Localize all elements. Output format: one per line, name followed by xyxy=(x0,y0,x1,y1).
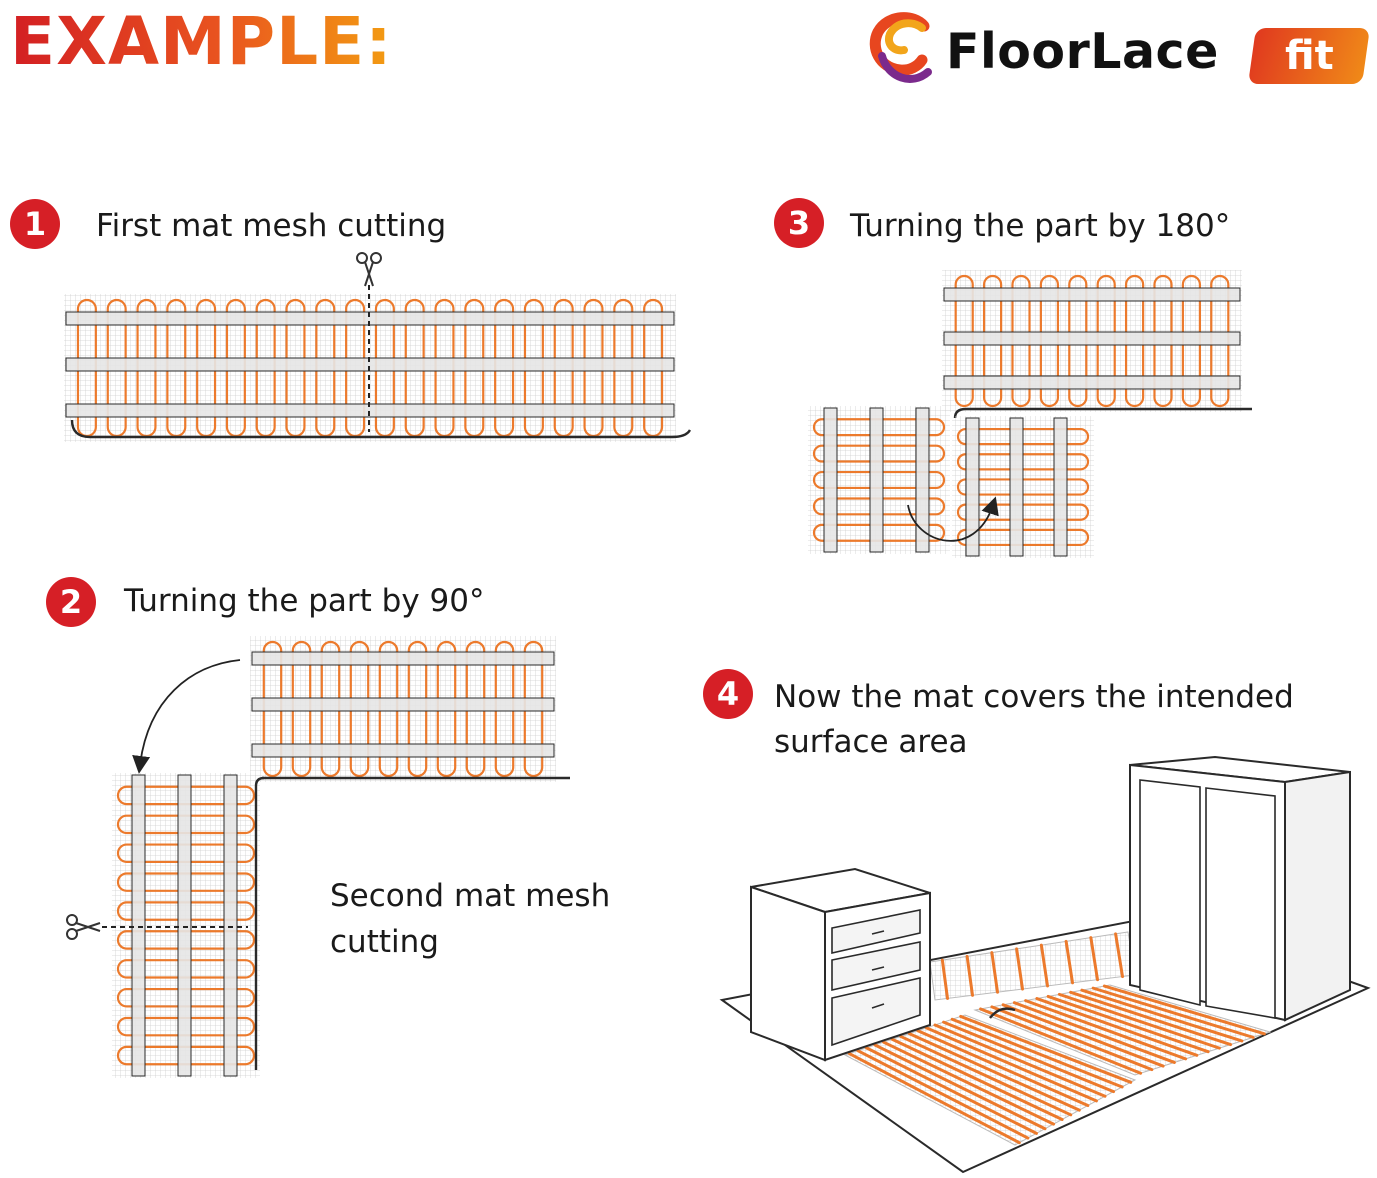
mesh-tape xyxy=(1009,417,1024,557)
second-cut-label-line2: cutting xyxy=(330,924,439,960)
heating-cable-loop xyxy=(1015,947,1024,991)
heating-cable-loop xyxy=(933,1023,1107,1098)
mesh-tape xyxy=(943,375,1241,390)
step-2-number: 2 xyxy=(46,577,96,627)
heating-cable-loop xyxy=(916,1029,1090,1108)
step-2-heating-mat-top xyxy=(250,636,570,782)
heating-cable-loop xyxy=(1035,997,1199,1057)
heating-cable-loop xyxy=(864,1046,1038,1135)
step-3-heating-mat-right xyxy=(952,416,1094,558)
step-3-label: Turning the part by 180° xyxy=(850,208,1231,244)
power-cable xyxy=(989,1007,1016,1019)
heating-cable-loop xyxy=(1001,1003,1165,1068)
heating-cable-loop xyxy=(1057,992,1221,1050)
step-2-heating-mat-rotated xyxy=(112,773,265,1078)
heating-cable-loop xyxy=(873,1043,1047,1131)
heating-cable-loop xyxy=(979,1007,1143,1075)
step-2-label: Turning the part by 90° xyxy=(124,583,485,619)
heating-cable-loop xyxy=(1039,943,1049,988)
heating-cable-loop xyxy=(1080,988,1244,1043)
heating-cable-loop xyxy=(924,1026,1098,1103)
heating-cable-loop xyxy=(890,1037,1064,1121)
brand-name: FloorLace xyxy=(946,23,1219,80)
heating-cable-loop xyxy=(1114,932,1124,979)
step-3-number: 3 xyxy=(774,198,824,248)
rotation-arrow-icon xyxy=(907,496,999,542)
example-heading: EXAMPLE: xyxy=(10,3,393,80)
mesh-tape xyxy=(1053,417,1068,557)
heating-cable-loop xyxy=(1089,936,1099,982)
mesh-tape xyxy=(177,774,192,1077)
mesh-tape xyxy=(131,774,146,1077)
heating-cable-loop xyxy=(907,1032,1081,1112)
step-1-label: First mat mesh cutting xyxy=(96,208,447,244)
scissors-icon xyxy=(356,252,382,287)
heating-cable-loop xyxy=(1064,939,1074,985)
heating-cable-loop xyxy=(882,1040,1056,1126)
heating-cable-loop xyxy=(1091,986,1255,1039)
logo-icon xyxy=(869,12,932,83)
mesh-tape xyxy=(251,651,555,666)
heating-cable-loop xyxy=(990,1005,1154,1072)
heating-cable-loop xyxy=(1012,1001,1176,1064)
mesh-tape xyxy=(943,287,1241,302)
heating-cable-loop xyxy=(940,958,949,1000)
rotation-arrow-icon xyxy=(132,659,241,774)
room-illustration xyxy=(719,755,1371,1174)
mesh-tape xyxy=(915,407,930,553)
heating-cable-loop xyxy=(990,951,999,994)
cabinet-icon xyxy=(750,867,931,1062)
heating-cable-loop xyxy=(1024,999,1188,1061)
heating-cable-loop xyxy=(899,1034,1073,1117)
step-4-number: 4 xyxy=(703,669,753,719)
step-3-heating-mat-top xyxy=(942,270,1252,419)
step-1-number: 1 xyxy=(10,199,60,249)
power-cable xyxy=(70,419,692,439)
mesh-tape xyxy=(223,774,238,1077)
installed-heating-mats xyxy=(843,931,1272,1146)
step-4-label-line2: surface area xyxy=(774,724,968,760)
heating-cable-loop xyxy=(965,954,974,997)
heating-cable-loop xyxy=(856,1049,1030,1140)
wardrobe-icon xyxy=(1129,755,1351,1022)
heating-cable-loop xyxy=(1046,994,1210,1054)
second-cut-label-line1: Second mat mesh xyxy=(330,878,611,914)
mesh-tape xyxy=(823,407,838,553)
scissors-icon xyxy=(66,914,101,940)
heating-cable-loop xyxy=(942,1020,1116,1094)
mesh-tape xyxy=(251,743,555,758)
heating-cable-loop xyxy=(1102,984,1266,1036)
step-1-heating-mat xyxy=(64,294,692,442)
heating-cable-loop xyxy=(847,1052,1021,1145)
mesh-tape xyxy=(943,331,1241,346)
step-4-label-line1: Now the mat covers the intended xyxy=(774,679,1294,715)
step-3-heating-mat-left xyxy=(808,406,950,554)
mesh-tape xyxy=(869,407,884,553)
heating-cable-loop xyxy=(950,1017,1124,1089)
power-cable xyxy=(254,776,265,1070)
mesh-tape xyxy=(965,417,980,557)
heating-cable-loop xyxy=(959,1014,1133,1084)
heating-cable-loop xyxy=(1069,990,1233,1047)
mesh-tape xyxy=(251,697,555,712)
